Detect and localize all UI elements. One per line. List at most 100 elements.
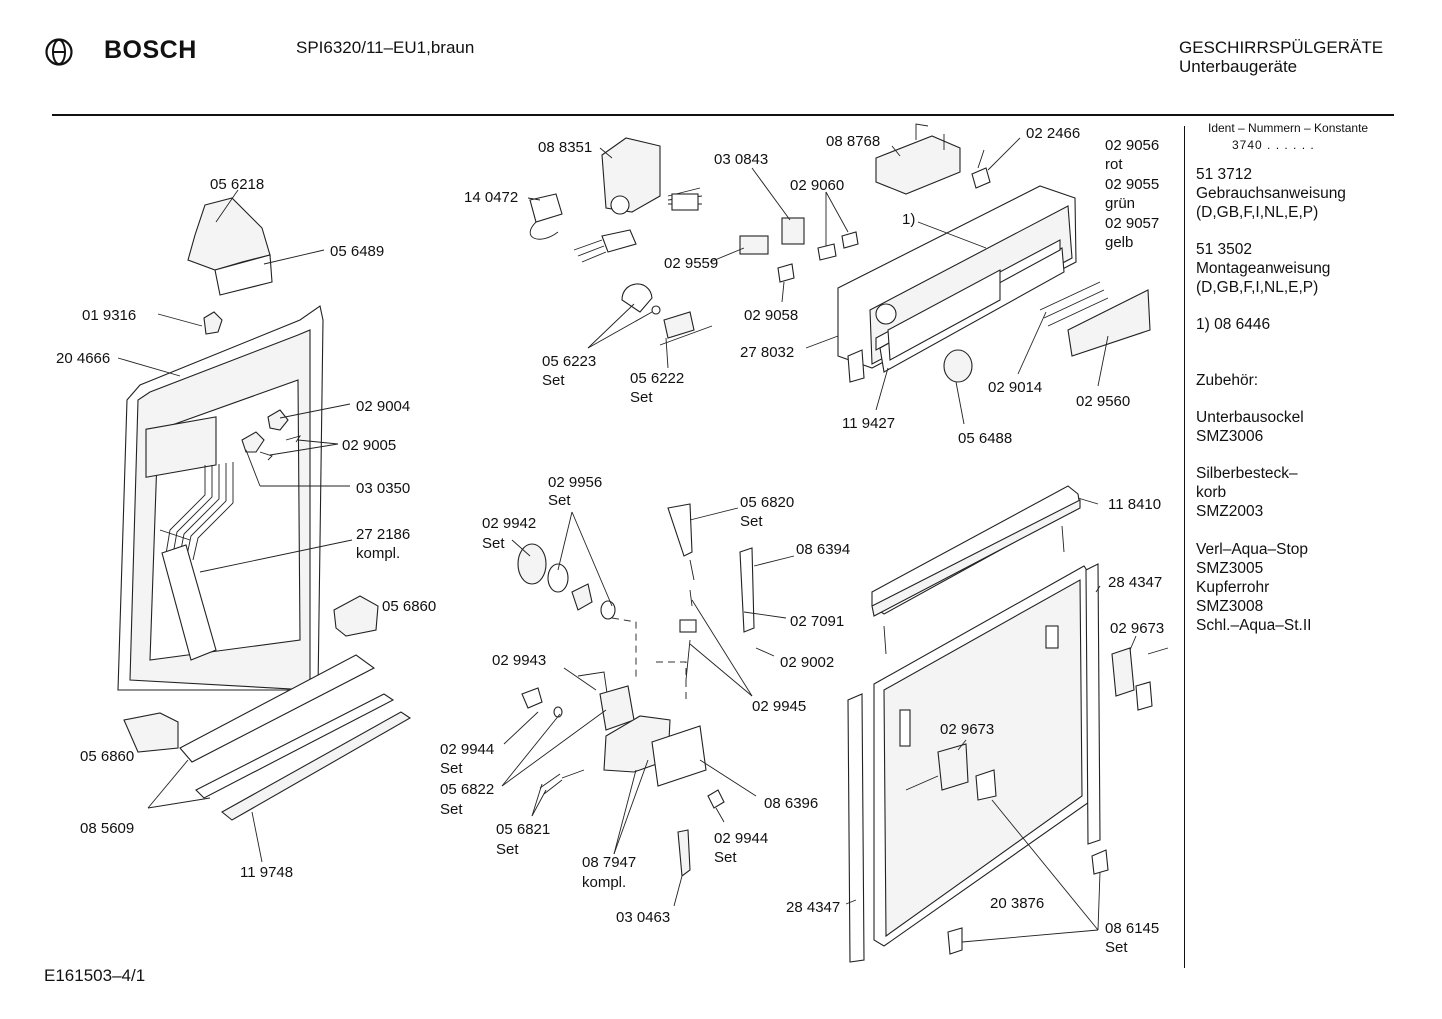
entry-line: (D,GB,F,I,NL,E,P) xyxy=(1196,204,1319,221)
connectors-middle xyxy=(739,217,859,283)
part-label: 14 0472 xyxy=(464,189,518,206)
part-label: 05 6489 xyxy=(330,243,384,260)
part-label: 28 4347 xyxy=(786,899,840,916)
part-label: 05 6820 xyxy=(740,494,794,511)
category-subtitle: Unterbaugeräte xyxy=(1179,57,1298,76)
category-title: GESCHIRRSPÜLGERÄTE xyxy=(1179,38,1384,57)
accessory-cutlery-basket: Silberbesteck– korb SMZ2003 xyxy=(1196,464,1298,521)
part-label: 03 0463 xyxy=(616,909,670,926)
part-label: 11 8410 xyxy=(1108,496,1161,513)
part-label: 05 6860 xyxy=(80,748,134,765)
sidebar-entry-manual: 51 3712 Gebrauchsanweisung (D,GB,F,I,NL,… xyxy=(1196,165,1346,222)
part-label: 02 9943 xyxy=(492,652,546,669)
part-label: 05 6222 xyxy=(630,370,684,387)
bosch-armature-icon xyxy=(45,38,73,66)
foil-strip xyxy=(161,544,217,661)
push-buttons xyxy=(1039,281,1151,357)
part-label: Set xyxy=(1105,939,1128,956)
part-label: 02 9944 xyxy=(714,830,768,847)
part-label: 20 4666 xyxy=(56,350,110,367)
ident-header: Ident – Nummern – Konstante xyxy=(1208,121,1369,135)
part-label: kompl. xyxy=(356,545,400,562)
part-label: Set xyxy=(714,849,737,866)
entry-line: (D,GB,F,I,NL,E,P) xyxy=(1196,279,1319,296)
entry-line: Montageanweisung xyxy=(1196,260,1331,277)
part-label: rot xyxy=(1105,156,1123,173)
part-label: 08 8768 xyxy=(826,133,880,150)
part-label: 02 9057 xyxy=(1105,215,1159,232)
part-label: 08 5609 xyxy=(80,820,134,837)
part-label: Set xyxy=(542,372,565,389)
cam-assembly xyxy=(621,283,713,346)
part-label: 05 6218 xyxy=(210,176,264,193)
part-label: 02 9056 xyxy=(1105,137,1159,154)
top-trim xyxy=(871,485,1081,617)
part-label: 03 0350 xyxy=(356,480,410,497)
part-label: 11 9748 xyxy=(240,864,293,881)
accessory-line: Silberbesteck– xyxy=(1196,465,1298,482)
part-label: 02 9942 xyxy=(482,515,536,532)
part-label: 02 9559 xyxy=(664,255,718,272)
part-label: 08 7947 xyxy=(582,854,636,871)
part-label: 02 9014 xyxy=(988,379,1042,396)
accessory-line: Unterbausockel xyxy=(1196,409,1304,426)
part-label: 1) xyxy=(902,211,915,228)
part-label: Set xyxy=(440,801,463,818)
accessory-line: Kupferrohr xyxy=(1196,579,1270,596)
brand-logo-text: BOSCH xyxy=(104,36,197,64)
part-label: 01 9316 xyxy=(82,307,136,324)
dispenser-parts xyxy=(517,543,725,878)
part-label: 20 3876 xyxy=(990,895,1044,912)
side-trims xyxy=(847,563,1101,963)
hinges-right xyxy=(883,525,1169,955)
part-label: 08 8351 xyxy=(538,139,592,156)
part-label: grün xyxy=(1105,195,1135,212)
door-inner-panel xyxy=(117,305,324,691)
entry-line: Gebrauchsanweisung xyxy=(1196,185,1346,202)
accessory-line: SMZ3005 xyxy=(1196,560,1264,577)
accessory-aqua-stop: Verl–Aqua–Stop SMZ3005 Kupferrohr SMZ300… xyxy=(1196,540,1311,635)
outer-door-panel xyxy=(873,565,1093,947)
part-label: Set xyxy=(496,841,519,858)
part-label: Set xyxy=(548,492,571,509)
part-label: 05 6488 xyxy=(958,430,1012,447)
part-label: 05 6223 xyxy=(542,353,596,370)
part-label: 02 9002 xyxy=(780,654,834,671)
part-label: 05 6822 xyxy=(440,781,494,798)
accessory-line: korb xyxy=(1196,484,1227,501)
dosing-parts-left xyxy=(187,197,302,461)
model-number: SPI6320/11–EU1,braun xyxy=(296,38,475,57)
leader-lines xyxy=(117,137,1137,943)
entry-code: 51 3712 xyxy=(1196,166,1253,183)
exploded-view-diagram: 05 6218 05 6489 01 9316 20 4666 02 9004 … xyxy=(56,123,1169,963)
part-label: 11 9427 xyxy=(842,415,895,432)
part-label: 02 9005 xyxy=(342,437,396,454)
cable-loom xyxy=(164,462,234,561)
switch-block xyxy=(875,123,991,195)
header-rule xyxy=(52,114,1394,116)
accessory-base: Unterbausockel SMZ3006 xyxy=(1196,408,1304,446)
accessory-line: Verl–Aqua–Stop xyxy=(1196,541,1309,558)
part-label: 02 9004 xyxy=(356,398,410,415)
part-label: Set xyxy=(740,513,763,530)
part-label: 02 9944 xyxy=(440,741,494,758)
part-label: 02 9058 xyxy=(744,307,798,324)
part-label: Set xyxy=(482,535,505,552)
part-label: 28 4347 xyxy=(1108,574,1162,591)
part-label: 08 6394 xyxy=(796,541,850,558)
control-panel xyxy=(837,185,1077,383)
part-label: 02 7091 xyxy=(790,613,844,630)
part-label: 02 9956 xyxy=(548,474,602,491)
part-label: 02 2466 xyxy=(1026,125,1080,142)
programme-timer xyxy=(529,137,703,263)
entry-code: 51 3502 xyxy=(1196,241,1253,258)
hinge-levers xyxy=(667,503,755,681)
accessory-line: Schl.–Aqua–St.II xyxy=(1196,617,1312,634)
part-label: 05 6860 xyxy=(382,598,436,615)
part-label: 02 9055 xyxy=(1105,176,1159,193)
part-label: 02 9560 xyxy=(1076,393,1130,410)
part-label: 27 2186 xyxy=(356,526,410,543)
part-label: 08 6145 xyxy=(1105,920,1159,937)
part-label: 05 6821 xyxy=(496,821,550,838)
